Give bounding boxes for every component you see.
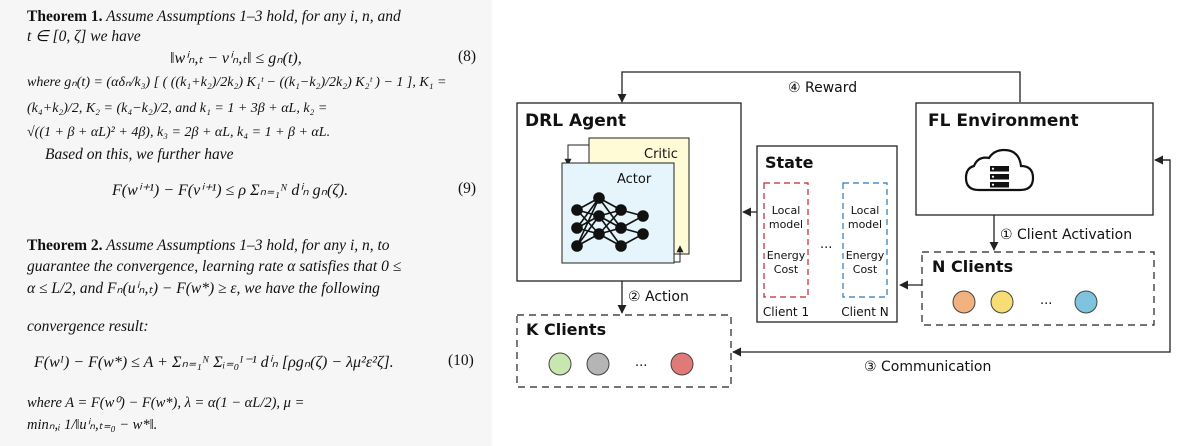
actor-label: Actor — [617, 172, 652, 187]
where-line-5: minₙ,ᵢ 1/‖uⁱₙ,ₜ₌₀ − w*‖. — [27, 417, 158, 433]
n-clients-box — [921, 251, 1155, 326]
client-n-energy-line-2: Cost — [853, 263, 878, 276]
neural-network-icon — [571, 192, 649, 252]
fl-environment-box — [915, 102, 1154, 216]
client-n-local-line-1: Local — [851, 204, 880, 217]
client-1-column — [763, 182, 809, 298]
n-client-yellow — [990, 290, 1014, 314]
where-line-2: (k₄+k₂)/2, K₂ = (k₄−k₂)/2, and k₁ = 1 + … — [27, 101, 328, 116]
state-box — [756, 145, 898, 323]
client-1-label: Client 1 — [763, 305, 809, 319]
state-title: State — [765, 153, 814, 172]
reward-label: ④ Reward — [788, 80, 857, 96]
equation-8: ‖wⁱₙ,ₜ − vⁱₙ,ₜ‖ ≤ gₙ(t), — [170, 50, 302, 67]
theorem-2-line-3: α ≤ L/2, and Fₙ(uⁱₙ,ₜ) − F(w*) ≥ ε, we h… — [27, 280, 380, 297]
action-label: ② Action — [628, 289, 689, 305]
n-client-orange — [952, 290, 976, 314]
paper-excerpt: Theorem 1. Assume Assumptions 1–3 hold, … — [0, 0, 492, 446]
theorem-2-heading: Theorem 2. — [27, 237, 103, 254]
equation-9-number: (9) — [458, 180, 477, 197]
k-client-gray — [586, 352, 610, 376]
where-line-4: where A = F(w⁰) − F(w*), λ = α(1 − αL/2)… — [27, 395, 305, 411]
k-client-green — [548, 352, 572, 376]
n-clients-title: N Clients — [932, 257, 1013, 276]
cloud-server-icon — [964, 148, 1035, 192]
client-1-energy-line-1: Energy — [767, 249, 806, 262]
theorem-1-line-2: t ∈ [0, ζ] we have — [27, 28, 141, 45]
client-n-label: Client N — [841, 305, 889, 319]
client-1-local-line-1: Local — [772, 204, 801, 217]
drl-fl-diagram: ④ Reward DRL Agent Critic Actor State Lo… — [492, 0, 1180, 446]
drl-agent-title: DRL Agent — [525, 111, 626, 131]
k-client-red — [670, 352, 694, 376]
based-line: Based on this, we further have — [45, 146, 234, 163]
client-n-energy-line-1: Energy — [846, 249, 885, 262]
equation-10-number: (10) — [448, 352, 474, 369]
where-line-1: where gₙ(t) = (αδₙ/k₃) [ ( ((k₁+k₂)/2k₂)… — [27, 75, 447, 90]
client-1-energy-line-2: Cost — [774, 263, 799, 276]
k-clients-ellipsis: ... — [635, 355, 647, 370]
communication-label: ③ Communication — [864, 359, 991, 375]
where-line-3: √((1 + β + αL)² + 4β), k₃ = 2β + αL, k₄ … — [27, 125, 331, 140]
critic-label: Critic — [644, 147, 678, 162]
state-ellipsis: ... — [820, 237, 832, 252]
client-n-local-line-2: model — [848, 218, 882, 231]
fl-environment-title: FL Environment — [928, 111, 1079, 131]
theorem-1-line-1: Theorem 1. Assume Assumptions 1–3 hold, … — [27, 8, 401, 25]
theorem-2-line-2: guarantee the convergence, learning rate… — [27, 258, 402, 275]
n-clients-ellipsis: ... — [1040, 293, 1052, 308]
theorem-1-heading: Theorem 1. — [27, 8, 103, 25]
k-clients-title: K Clients — [526, 320, 606, 339]
client-activation-label: ① Client Activation — [1000, 227, 1132, 243]
n-client-blue — [1074, 290, 1098, 314]
theorem-2-line-1: Theorem 2. Assume Assumptions 1–3 hold, … — [27, 237, 390, 254]
critic-back-arrow — [564, 144, 589, 166]
client-1-local-line-2: model — [769, 218, 803, 231]
equation-8-number: (8) — [458, 48, 477, 65]
convergence-line: convergence result: — [27, 318, 149, 335]
equation-9: F(wⁱ⁺¹) − F(vⁱ⁺¹) ≤ ρ Σₙ₌₁ᴺ dⁱₙ gₙ(ζ). — [112, 182, 349, 199]
equation-10: F(wᴵ) − F(w*) ≤ A + Σₙ₌₁ᴺ Σᵢ₌₀ᴵ⁻¹ dⁱₙ [ρ… — [34, 354, 394, 371]
diagram-svg: ④ Reward DRL Agent Critic Actor State Lo… — [516, 71, 1171, 388]
client-n-column — [842, 182, 888, 298]
reward-arrow — [617, 71, 1021, 103]
